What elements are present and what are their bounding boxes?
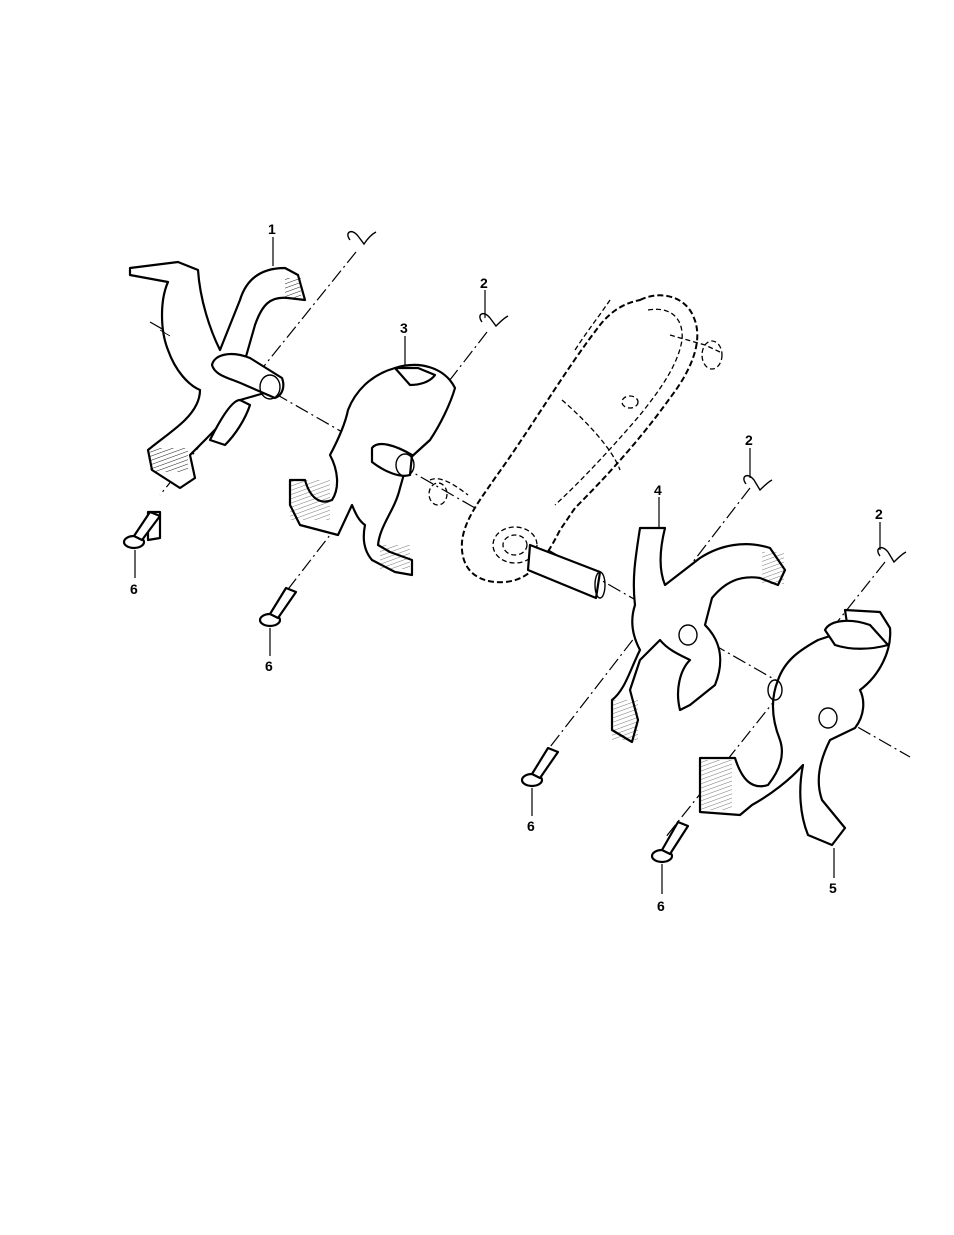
hitch-pin-c xyxy=(522,748,558,786)
spring-clip-a xyxy=(480,314,508,326)
tine-3 xyxy=(290,365,455,575)
callout-tine-4: 4 xyxy=(654,482,662,498)
callout-pin-b: 6 xyxy=(265,658,273,674)
hitch-pin-b xyxy=(260,588,296,626)
callout-pin-a: 6 xyxy=(130,581,138,597)
hitch-pin-a xyxy=(124,512,160,548)
tine-4 xyxy=(612,528,785,742)
tine-1 xyxy=(130,262,305,488)
callout-tine-5: 5 xyxy=(829,880,837,896)
callout-tine-3: 3 xyxy=(400,320,408,336)
axle-shaft xyxy=(528,545,605,598)
callout-clip-a: 2 xyxy=(480,275,488,291)
spring-clip-top xyxy=(348,232,376,244)
callout-pin-d: 6 xyxy=(657,898,665,914)
callout-tine-1: 1 xyxy=(268,221,276,237)
spring-clip-b xyxy=(744,476,772,490)
hitch-pin-d xyxy=(652,822,688,862)
callout-pin-c: 6 xyxy=(527,818,535,834)
tine-5 xyxy=(700,610,890,845)
callout-clip-c: 2 xyxy=(875,506,883,522)
callout-clip-b: 2 xyxy=(745,432,753,448)
spring-clip-c xyxy=(878,548,906,562)
chain-case-housing xyxy=(429,295,722,582)
